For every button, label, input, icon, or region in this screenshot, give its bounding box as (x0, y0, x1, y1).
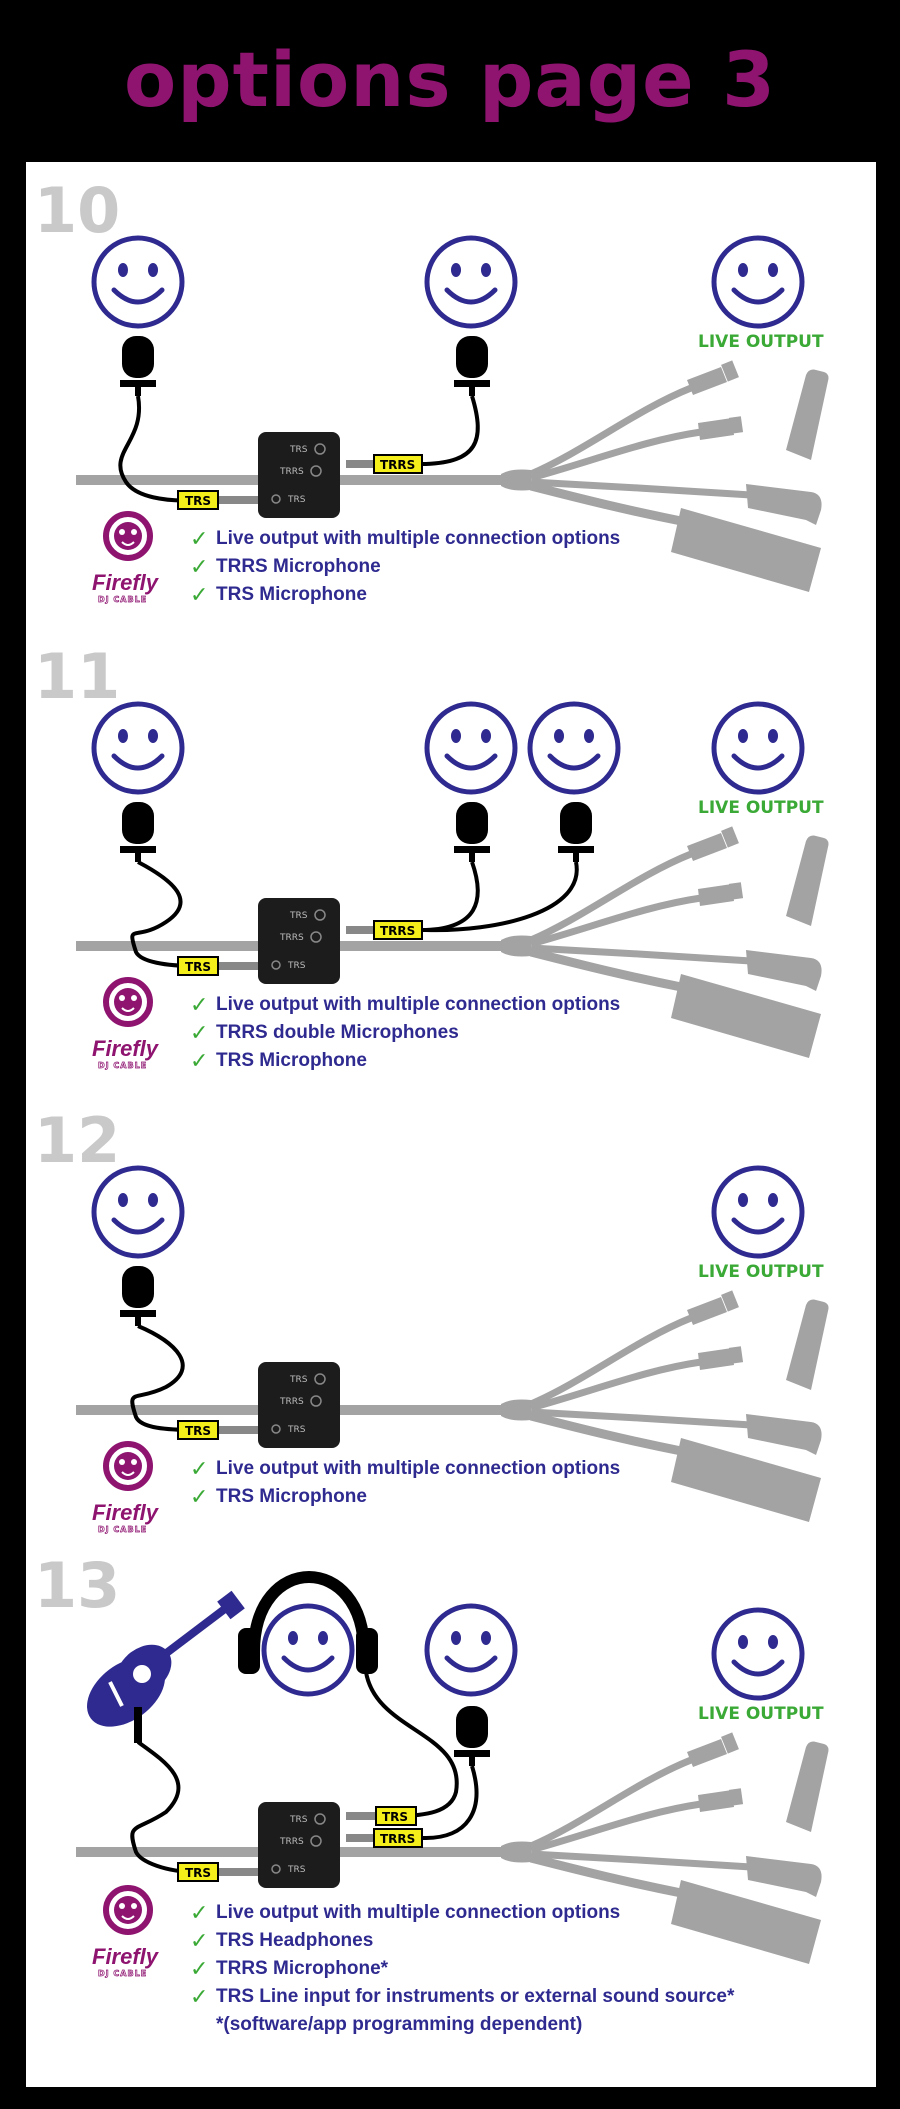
feature-item: TRS Microphone (216, 584, 367, 605)
microphone-icon (558, 802, 594, 862)
live-output-label: LIVE OUTPUT (698, 1262, 824, 1282)
output-cable-bundle-icon (76, 360, 829, 592)
feature-item: Live output with multiple connection opt… (216, 1458, 620, 1479)
feature-item: TRS Headphones (216, 1930, 373, 1951)
microphone-icon (120, 336, 156, 396)
feature-item: TRRS double Microphones (216, 1022, 459, 1043)
smiley-icon (264, 1606, 352, 1694)
microphone-icon (454, 802, 490, 862)
trrs-tag: TRRS (380, 1832, 415, 1846)
feature-list: ✓ Live output with multiple connection o… (190, 993, 620, 1074)
check-icon: ✓ (190, 583, 208, 608)
feature-item: TRRS Microphone (216, 556, 381, 577)
feature-item: TRRS Microphone* (216, 1958, 389, 1979)
feature-list: ✓ Live output with multiple connection o… (190, 527, 620, 608)
feature-item: TRS Microphone (216, 1050, 367, 1071)
headphones-icon (238, 1571, 378, 1674)
option-10: 10 LIVE OUTPUT TRRS TRS Firefly DJ CABLE… (34, 174, 829, 608)
smiley-icon (94, 1168, 182, 1256)
check-icon: ✓ (190, 1049, 208, 1074)
smiley-icon (714, 1168, 802, 1256)
feature-list: ✓ Live output with multiple connection o… (190, 1901, 735, 2035)
feature-item: Live output with multiple connection opt… (216, 994, 620, 1015)
smiley-icon (427, 1606, 515, 1694)
option-13: 13 LIVE OUTPUT TRS TRRS (34, 1549, 829, 2035)
options-panel: TRS TRRS TRS (26, 162, 876, 2087)
feature-item: TRS Microphone (216, 1486, 367, 1507)
smiley-icon (427, 704, 515, 792)
logo-brand: Firefly (92, 1500, 160, 1525)
feature-item: TRS Line input for instruments or extern… (216, 1986, 735, 2007)
check-icon: ✓ (190, 1021, 208, 1046)
live-output-label: LIVE OUTPUT (698, 798, 824, 818)
live-output-label: LIVE OUTPUT (698, 1704, 824, 1724)
logo-sub: DJ CABLE (98, 1061, 147, 1070)
smiley-icon (714, 238, 802, 326)
smiley-icon (714, 1610, 802, 1698)
logo-brand: Firefly (92, 1036, 160, 1061)
output-cable-bundle-icon (76, 1290, 829, 1522)
option-number: 10 (34, 174, 120, 247)
option-12: 12 LIVE OUTPUT TRS Firefly DJ CABLE ✓ Li… (34, 1104, 829, 1534)
guitar-icon (87, 1590, 245, 1727)
check-icon: ✓ (190, 555, 208, 580)
splitter-hub-icon (257, 897, 341, 985)
page-title: options page 3 (124, 35, 776, 124)
trs-tag: TRS (185, 494, 211, 508)
trs-tag: TRS (185, 1866, 211, 1880)
feature-item: Live output with multiple connection opt… (216, 528, 620, 549)
smiley-icon (427, 238, 515, 326)
logo-sub: DJ CABLE (98, 595, 147, 604)
microphone-icon (120, 1266, 156, 1326)
firefly-logo: Firefly DJ CABLE (92, 980, 160, 1070)
logo-brand: Firefly (92, 570, 160, 595)
check-icon: ✓ (190, 1485, 208, 1510)
microphone-icon (120, 802, 156, 862)
options-diagram: TRS TRRS TRS (34, 174, 876, 2035)
check-icon: ✓ (190, 1985, 208, 2010)
splitter-hub-icon (257, 1361, 341, 1449)
trs-tag: TRS (185, 1424, 211, 1438)
splitter-hub-icon (257, 431, 341, 519)
feature-note: *(software/app programming dependent) (216, 2014, 582, 2035)
check-icon: ✓ (190, 1929, 208, 1954)
check-icon: ✓ (190, 993, 208, 1018)
trs-tag: TRS (185, 960, 211, 974)
splitter-hub-icon (257, 1801, 341, 1889)
smiley-icon (530, 704, 618, 792)
trrs-tag: TRRS (380, 924, 415, 938)
check-icon: ✓ (190, 527, 208, 552)
check-icon: ✓ (190, 1957, 208, 1982)
logo-sub: DJ CABLE (98, 1969, 147, 1978)
smiley-icon (94, 704, 182, 792)
trs-tag: TRS (382, 1810, 408, 1824)
option-number: 11 (34, 640, 120, 713)
option-11: 11 LIVE OUTPUT TRRS TRS Firefly DJ CABLE… (34, 640, 829, 1074)
firefly-logo: Firefly DJ CABLE (92, 1888, 160, 1978)
option-number: 12 (34, 1104, 120, 1177)
logo-sub: DJ CABLE (98, 1525, 147, 1534)
firefly-logo: Firefly DJ CABLE (92, 1444, 160, 1534)
smiley-icon (714, 704, 802, 792)
smiley-icon (94, 238, 182, 326)
firefly-logo: Firefly DJ CABLE (92, 514, 160, 604)
check-icon: ✓ (190, 1901, 208, 1926)
feature-list: ✓ Live output with multiple connection o… (190, 1457, 620, 1510)
microphone-icon (454, 336, 490, 396)
feature-item: Live output with multiple connection opt… (216, 1902, 620, 1923)
check-icon: ✓ (190, 1457, 208, 1482)
microphone-icon (454, 1706, 490, 1766)
logo-brand: Firefly (92, 1944, 160, 1969)
option-number: 13 (34, 1549, 120, 1622)
live-output-label: LIVE OUTPUT (698, 332, 824, 352)
trrs-tag: TRRS (380, 458, 415, 472)
